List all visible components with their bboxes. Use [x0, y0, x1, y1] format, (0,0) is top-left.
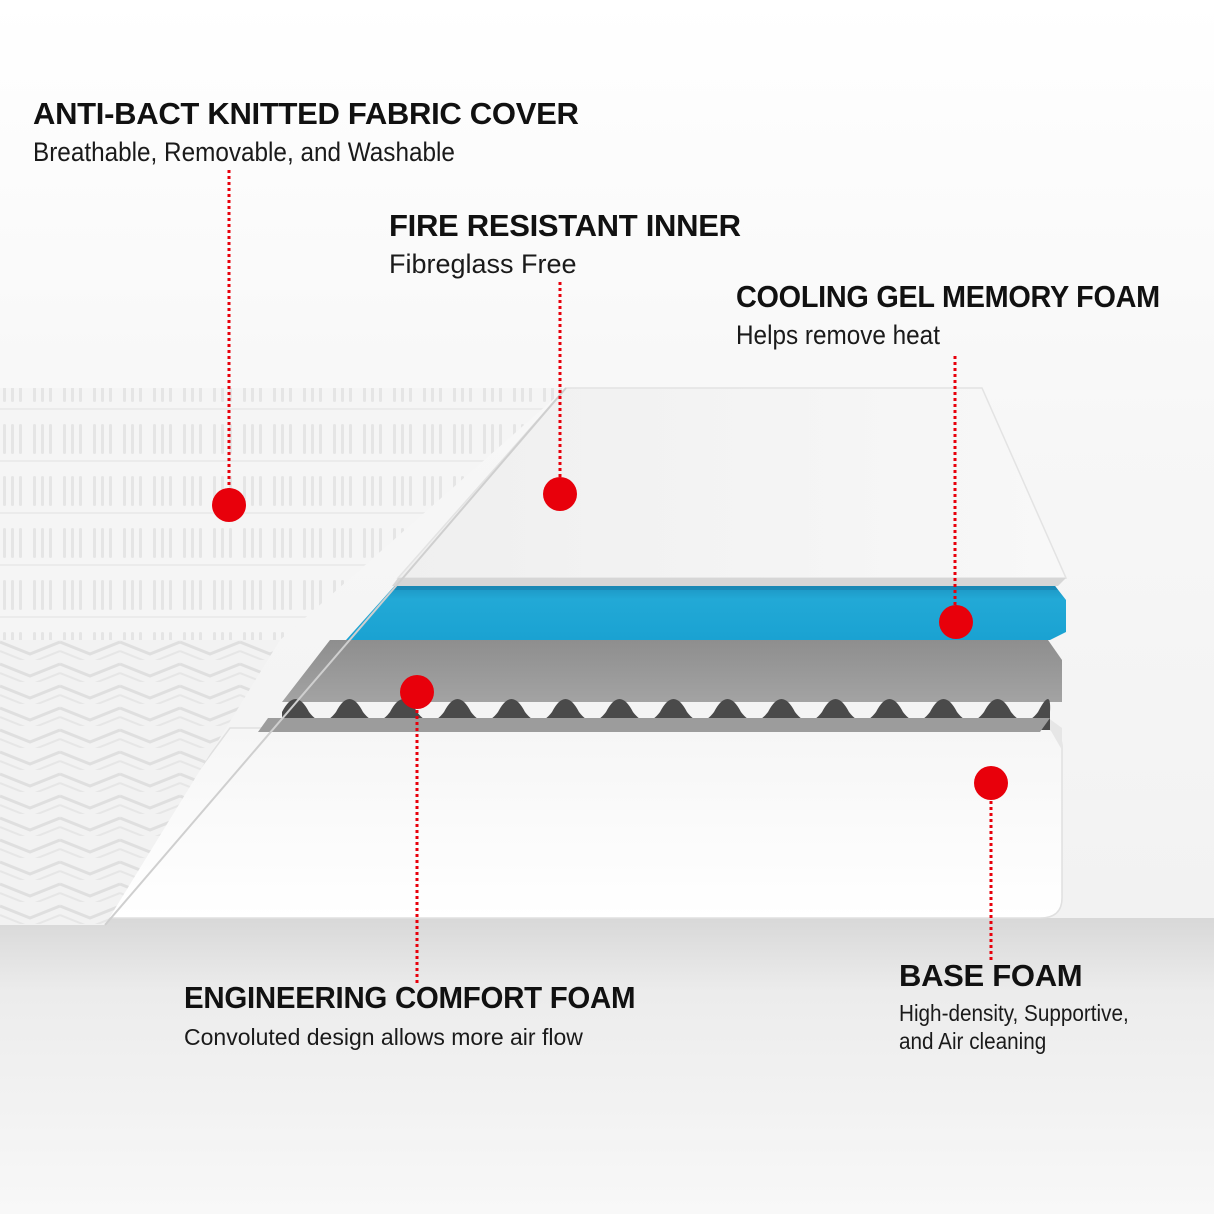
floor-shadow: [0, 918, 1214, 1214]
label-cooling-gel-title: COOLING GEL MEMORY FOAM: [736, 279, 1160, 314]
marker-cover: [212, 488, 246, 522]
label-engineering-comfort-subtitle: Convoluted design allows more air flow: [184, 1024, 583, 1050]
markers: [212, 477, 1008, 800]
label-engineering-comfort-title: ENGINEERING COMFORT FOAM: [184, 980, 636, 1015]
marker-fire: [543, 477, 577, 511]
label-fabric-cover-title: ANTI-BACT KNITTED FABRIC COVER: [33, 96, 579, 131]
label-engineering-comfort: ENGINEERING COMFORT FOAM Convoluted desi…: [184, 982, 659, 1049]
label-fire-resistant-inner-subtitle: Fibreglass Free: [389, 249, 577, 279]
label-cooling-gel: COOLING GEL MEMORY FOAM Helps remove hea…: [736, 281, 1192, 349]
marker-engineering: [400, 675, 434, 709]
label-fabric-cover-subtitle: Breathable, Removable, and Washable: [33, 137, 455, 167]
leader-lines: [227, 170, 993, 985]
label-fire-resistant-inner-title: FIRE RESISTANT INNER: [389, 208, 741, 243]
label-cooling-gel-subtitle: Helps remove heat: [736, 320, 940, 350]
label-base-foam-subtitle-line1: High-density, Supportive,: [899, 1000, 1129, 1026]
fabric-cover-layer: [0, 387, 567, 926]
label-fire-resistant-inner: FIRE RESISTANT INNER Fibreglass Free: [389, 210, 741, 278]
label-base-foam-subtitle-line2: and Air cleaning: [899, 1028, 1047, 1054]
comfort-foam-layer: [258, 640, 1065, 732]
label-base-foam-title: BASE FOAM: [899, 958, 1083, 993]
marker-gel: [939, 605, 973, 639]
fire-resistant-inner-layer: [392, 387, 1068, 586]
label-fabric-cover: ANTI-BACT KNITTED FABRIC COVER Breathabl…: [33, 98, 579, 166]
label-base-foam: BASE FOAM High-density, Supportive, and …: [899, 960, 1154, 1055]
base-foam-layer: [88, 712, 1063, 919]
marker-base: [974, 766, 1008, 800]
